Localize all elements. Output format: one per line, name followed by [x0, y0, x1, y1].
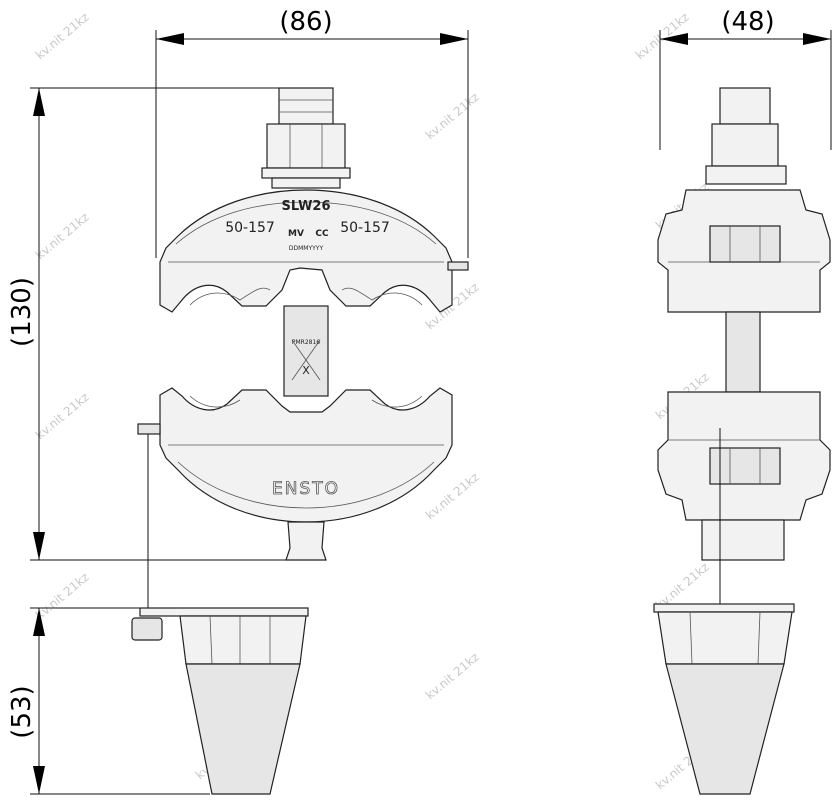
dim-label-width-front: (86)	[279, 7, 332, 37]
side-shear-head	[719, 87, 771, 125]
side-washer	[705, 165, 787, 185]
side-end-cap-rim	[653, 603, 795, 613]
dimension-width-side: (48)	[659, 7, 832, 150]
dim-label-width-side: (48)	[721, 7, 774, 37]
upper-jaw-body	[159, 189, 453, 313]
dimension-width-front: (86)	[155, 7, 469, 258]
end-cap-cone	[185, 663, 301, 795]
watermark: kv.nit 21kz	[423, 650, 482, 702]
side-view	[653, 87, 831, 795]
side-center-bolt	[725, 311, 761, 393]
part-code-label: PMR2816	[292, 339, 320, 346]
brand-logo: ENSTO	[272, 479, 340, 499]
cable-tab-right	[447, 261, 469, 271]
dim-label-height-cap: (53)	[7, 685, 37, 738]
lower-jaw-body	[159, 387, 453, 523]
dim-label-height-body: (130)	[7, 277, 37, 347]
model-label: SLW26	[281, 199, 330, 214]
side-lower-teeth	[709, 447, 781, 485]
watermark: kv.nit 21kz	[33, 10, 92, 62]
side-end-cap-upper	[657, 611, 793, 665]
date-code-label: DDMMYYYY	[289, 245, 324, 252]
mv-label: MV	[288, 229, 304, 239]
watermark: kv.nit 21kz	[33, 570, 92, 622]
lower-nut	[266, 123, 346, 169]
side-upper-teeth	[709, 225, 781, 263]
dimension-height-cap: (53)	[7, 607, 210, 795]
watermark: kv.nit 21kz	[33, 390, 92, 442]
watermark: kv.nit 21kz	[423, 470, 482, 522]
side-end-cap-cone	[665, 663, 785, 795]
front-view: SLW26 50-157 50-157 MV CC DDMMYYYY PMR28…	[131, 87, 469, 795]
side-bottom-nut	[701, 519, 785, 561]
tether-tag	[131, 617, 163, 641]
side-nut	[711, 123, 779, 167]
cc-label: CC	[315, 229, 329, 239]
lower-neck	[285, 521, 327, 561]
center-bolt	[283, 305, 329, 397]
tether-clip	[137, 423, 161, 435]
end-cap-rim	[139, 607, 309, 617]
spacer	[271, 177, 341, 189]
shear-head-nut	[278, 87, 334, 125]
range-left-label: 50-157	[225, 220, 275, 236]
watermark: kv.nit 21kz	[33, 210, 92, 262]
watermark: kv.nit 21kz	[423, 90, 482, 142]
range-right-label: 50-157	[340, 220, 390, 236]
end-cap-upper	[179, 615, 307, 665]
dimension-height-body: (130)	[7, 87, 300, 561]
washer	[261, 167, 351, 179]
x-mark-label: X	[302, 364, 310, 377]
